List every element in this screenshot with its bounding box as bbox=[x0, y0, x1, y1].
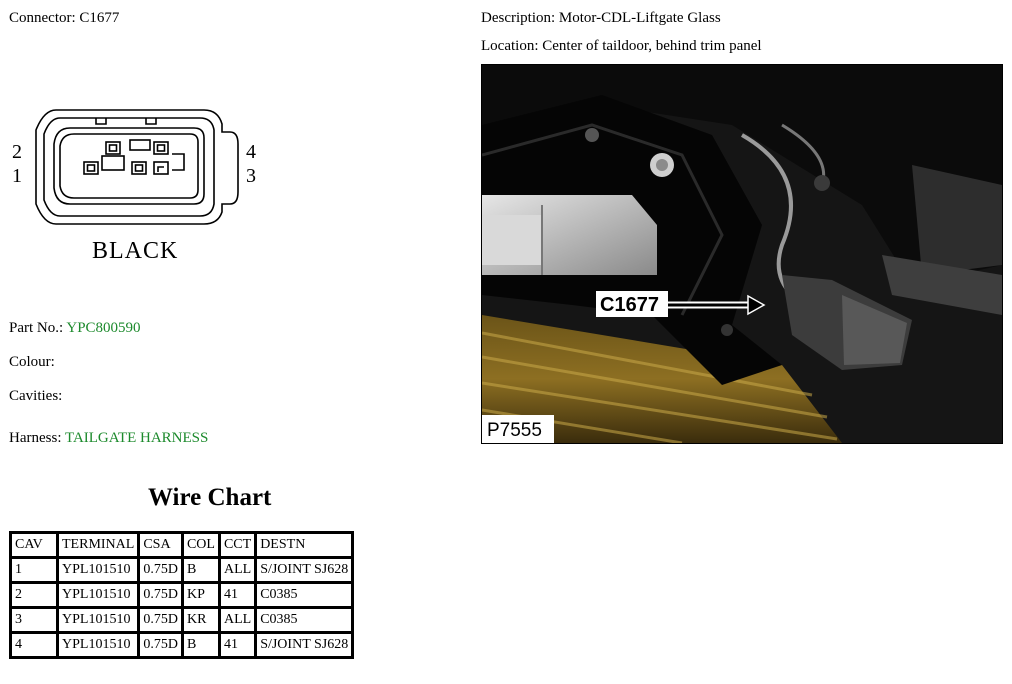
colour-label: Colour: bbox=[9, 354, 55, 370]
cell-cav: 1 bbox=[12, 559, 56, 581]
pin-number-1: 1 bbox=[12, 165, 22, 187]
harness-label: Harness: bbox=[9, 430, 62, 446]
location-value: Center of taildoor, behind trim panel bbox=[542, 38, 762, 54]
cell-terminal: YPL101510 bbox=[59, 609, 138, 631]
cell-cct: ALL bbox=[220, 609, 255, 631]
harness-value: TAILGATE HARNESS bbox=[64, 430, 209, 446]
connector-face-diagram: 2 1 4 3 BLACK bbox=[12, 109, 256, 264]
cell-destn: C0385 bbox=[257, 609, 352, 631]
cell-cct: 41 bbox=[220, 584, 255, 606]
description-value: Motor-CDL-Liftgate Glass bbox=[558, 10, 721, 26]
part-number-label: Part No.: bbox=[9, 320, 64, 336]
cell-csa: 0.75D bbox=[140, 559, 181, 581]
photo-reference: P7555 bbox=[487, 420, 542, 441]
cell-cav: 3 bbox=[12, 609, 56, 631]
header-destn: DESTN bbox=[257, 534, 352, 556]
location-photo: C1677 P7555 bbox=[481, 64, 1003, 444]
cell-csa: 0.75D bbox=[140, 609, 181, 631]
part-number-line: Part No.: YPC800590 bbox=[9, 320, 141, 337]
table-row: 4 YPL101510 0.75D B 41 S/JOINT SJ628 bbox=[12, 634, 352, 656]
location-label: Location: bbox=[481, 38, 539, 54]
connector-colour-caption: BLACK bbox=[92, 238, 178, 264]
wire-chart-header-row: CAV TERMINAL CSA COL CCT DESTN bbox=[12, 534, 352, 556]
cell-terminal: YPL101510 bbox=[59, 559, 138, 581]
cell-cct: 41 bbox=[220, 634, 255, 656]
cell-cav: 2 bbox=[12, 584, 56, 606]
header-csa: CSA bbox=[140, 534, 181, 556]
cell-destn: C0385 bbox=[257, 584, 352, 606]
part-number-value: YPC800590 bbox=[66, 320, 141, 336]
cell-cav: 4 bbox=[12, 634, 56, 656]
cell-col: KP bbox=[183, 584, 218, 606]
cell-col: B bbox=[183, 634, 218, 656]
pin-number-4: 4 bbox=[246, 141, 256, 163]
description-label: Description: bbox=[481, 10, 556, 26]
colour-line: Colour: bbox=[9, 354, 55, 371]
cell-destn: S/JOINT SJ628 bbox=[257, 634, 352, 656]
cell-destn: S/JOINT SJ628 bbox=[257, 559, 352, 581]
callout-arrow-icon bbox=[747, 294, 766, 316]
table-row: 2 YPL101510 0.75D KP 41 C0385 bbox=[12, 584, 352, 606]
connector-id: C1677 bbox=[79, 10, 120, 26]
cell-csa: 0.75D bbox=[140, 634, 181, 656]
wire-chart-title: Wire Chart bbox=[148, 484, 272, 511]
header-col: COL bbox=[183, 534, 218, 556]
header-terminal: TERMINAL bbox=[59, 534, 138, 556]
harness-line: Harness: TAILGATE HARNESS bbox=[9, 430, 208, 447]
cell-csa: 0.75D bbox=[140, 584, 181, 606]
table-row: 1 YPL101510 0.75D B ALL S/JOINT SJ628 bbox=[12, 559, 352, 581]
cell-terminal: YPL101510 bbox=[59, 584, 138, 606]
header-cct: CCT bbox=[220, 534, 255, 556]
cell-col: B bbox=[183, 559, 218, 581]
pin-number-2: 2 bbox=[12, 141, 22, 163]
wire-chart-table: CAV TERMINAL CSA COL CCT DESTN 1 YPL1015… bbox=[9, 531, 355, 659]
location-line: Location: Center of taildoor, behind tri… bbox=[481, 38, 762, 55]
description-line: Description: Motor-CDL-Liftgate Glass bbox=[481, 10, 721, 27]
cell-terminal: YPL101510 bbox=[59, 634, 138, 656]
header-cav: CAV bbox=[12, 534, 56, 556]
cell-cct: ALL bbox=[220, 559, 255, 581]
cavities-label: Cavities: bbox=[9, 388, 63, 404]
connector-heading: Connector: C1677 bbox=[9, 10, 119, 27]
photo-callout-label: C1677 bbox=[600, 294, 659, 316]
cavities-line: Cavities: bbox=[9, 388, 62, 405]
cell-col: KR bbox=[183, 609, 218, 631]
table-row: 3 YPL101510 0.75D KR ALL C0385 bbox=[12, 609, 352, 631]
pin-number-3: 3 bbox=[246, 165, 256, 187]
connector-label: Connector: bbox=[9, 10, 76, 26]
